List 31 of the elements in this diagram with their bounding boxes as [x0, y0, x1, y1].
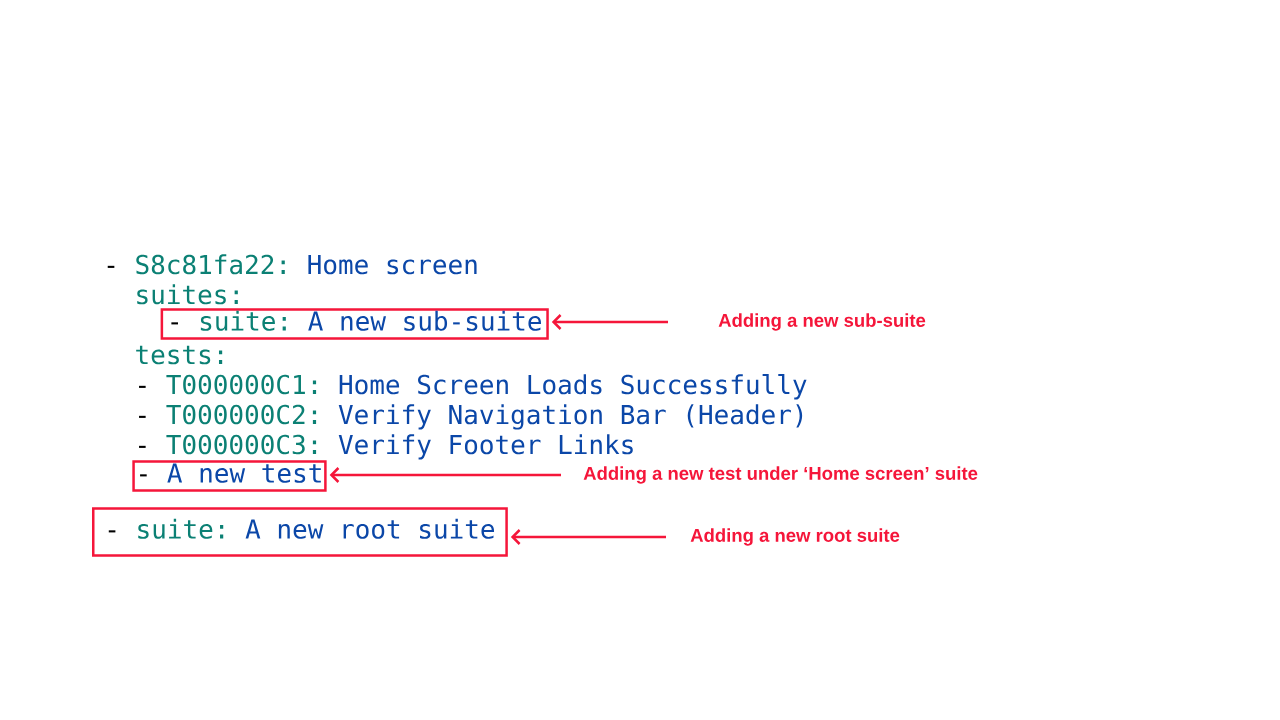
arrow	[510, 529, 666, 545]
yaml-key: suites:	[137, 284, 238, 305]
list-dash: -	[139, 385, 146, 388]
highlight-box	[160, 308, 549, 340]
yaml-key: T000000C1:	[166, 374, 317, 395]
highlight-box	[92, 507, 508, 557]
yaml-key: suite:	[200, 310, 286, 331]
yaml-key: T000000C2:	[166, 404, 317, 425]
list-dash: -	[107, 265, 115, 268]
list-dash: -	[108, 530, 116, 533]
yaml-value: Home screen	[308, 255, 477, 275]
yaml-key: tests:	[136, 345, 223, 365]
yaml-value: Verify Footer Links	[338, 434, 633, 460]
yaml-value: A new test	[167, 463, 321, 483]
annotation-text: Adding a new test under ‘Home screen’ suite	[583, 466, 978, 484]
list-dash: -	[171, 322, 178, 325]
yaml-key: T000000C3:	[166, 434, 317, 455]
list-dash: -	[139, 415, 146, 418]
list-dash: -	[139, 445, 146, 448]
highlight-box	[132, 460, 327, 492]
yaml-key: S8c81fa22:	[136, 254, 285, 275]
annotation-text: Adding a new sub-suite	[718, 313, 926, 331]
yaml-value: A new sub-suite	[308, 310, 541, 331]
arrow	[329, 467, 561, 483]
annotation-text: Adding a new root suite	[690, 528, 900, 546]
yaml-value: A new root suite	[245, 518, 494, 539]
list-dash: -	[140, 474, 147, 477]
yaml-value: Home Screen Loads Successfully	[339, 374, 807, 400]
yaml-key: suite:	[138, 518, 224, 539]
arrow	[551, 314, 668, 330]
yaml-value: Verify Navigation Bar (Header)	[338, 404, 803, 430]
